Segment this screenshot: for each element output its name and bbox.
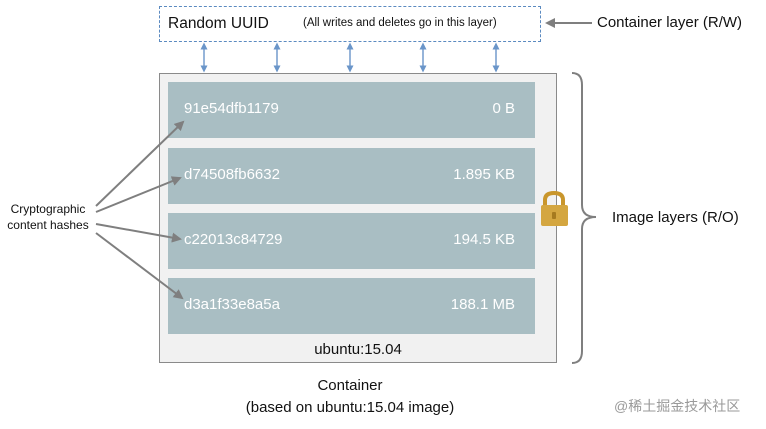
- image-layers-brace: [571, 72, 597, 364]
- container-layer-label: Container layer (R/W): [597, 14, 743, 31]
- hash-label-line2: content hashes: [7, 218, 89, 232]
- hash-label: Cryptographic content hashes: [0, 201, 96, 233]
- hash-pointers: [95, 120, 185, 300]
- base-image-label: ubuntu:15.04: [314, 341, 402, 358]
- hash-label-line1: Cryptographic: [10, 202, 86, 216]
- hash-pointer: [95, 176, 182, 213]
- layer-hash: d74508fb6632: [184, 166, 280, 183]
- image-layer: c22013c84729 194.5 KB: [168, 213, 535, 269]
- hash-pointer: [95, 120, 185, 207]
- container-caption-subtitle: (based on ubuntu:15.04 image): [245, 399, 455, 416]
- layer-hash: d3a1f33e8a5a: [184, 296, 280, 313]
- container-layer-box: [159, 6, 541, 42]
- container-layer-note: (All writes and deletes go in this layer…: [303, 17, 497, 29]
- watermark: @稀土掘金技术社区: [614, 398, 741, 414]
- container-layer-title: Random UUID: [168, 15, 269, 32]
- layer-size: 188.1 MB: [450, 296, 515, 313]
- image-layer: 91e54dfb1179 0 B: [168, 82, 535, 138]
- image-layers-label: Image layers (R/O): [612, 209, 739, 226]
- layer-hash: 91e54dfb1179: [184, 100, 279, 117]
- hash-pointer: [95, 223, 182, 243]
- layer-size: 1.895 KB: [453, 166, 515, 183]
- hash-pointer: [95, 232, 184, 300]
- image-layer: d3a1f33e8a5a 188.1 MB: [168, 278, 535, 334]
- rw-arrows: [200, 42, 500, 73]
- layer-size: 194.5 KB: [453, 231, 515, 248]
- lock-icon: [541, 190, 568, 226]
- container-caption-title: Container: [317, 377, 383, 394]
- image-layer: d74508fb6632 1.895 KB: [168, 148, 535, 204]
- layer-hash: c22013c84729: [184, 231, 283, 248]
- layer-size: 0 B: [492, 100, 515, 117]
